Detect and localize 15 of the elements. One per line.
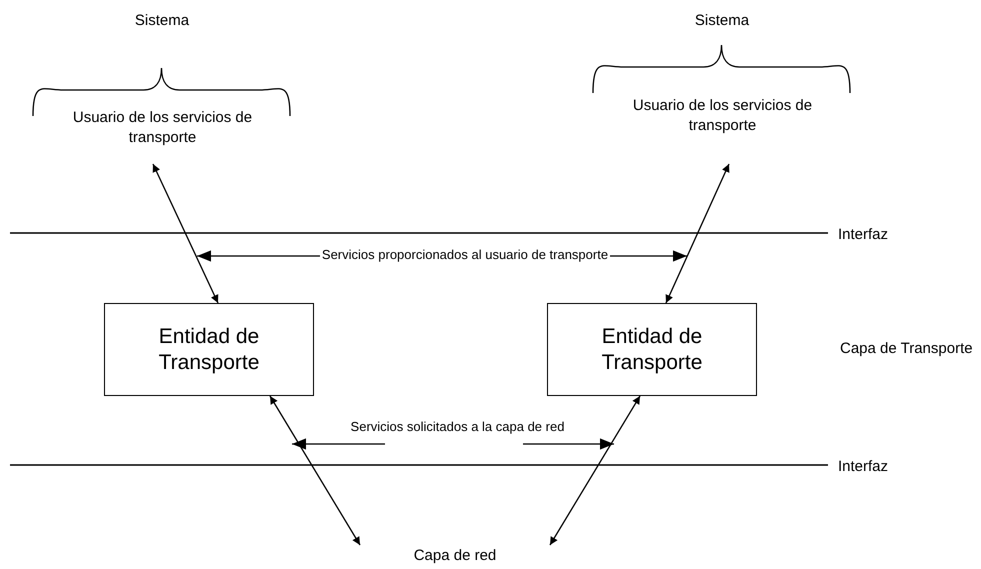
system-label: Sistema — [134, 11, 190, 31]
arrow — [269, 396, 361, 546]
user-label: Usuario de los servicios de transporte — [40, 108, 285, 164]
user-label: Usuario de los servicios de transporte — [600, 96, 845, 164]
layer-label: Interfaz — [838, 225, 890, 245]
entity-box: Entidad de Transporte — [104, 303, 314, 396]
layer-label: Interfaz — [838, 457, 890, 477]
layer-label: Capa de Transporte — [840, 339, 974, 359]
arrow — [549, 396, 641, 546]
entity-box: Entidad de Transporte — [547, 303, 757, 396]
system-label: Sistema — [694, 11, 750, 31]
service-note: Servicios solicitados a la capa de red — [350, 418, 566, 436]
arrow — [152, 164, 219, 304]
arrow — [665, 164, 730, 304]
layer-label: Capa de red — [355, 545, 555, 567]
